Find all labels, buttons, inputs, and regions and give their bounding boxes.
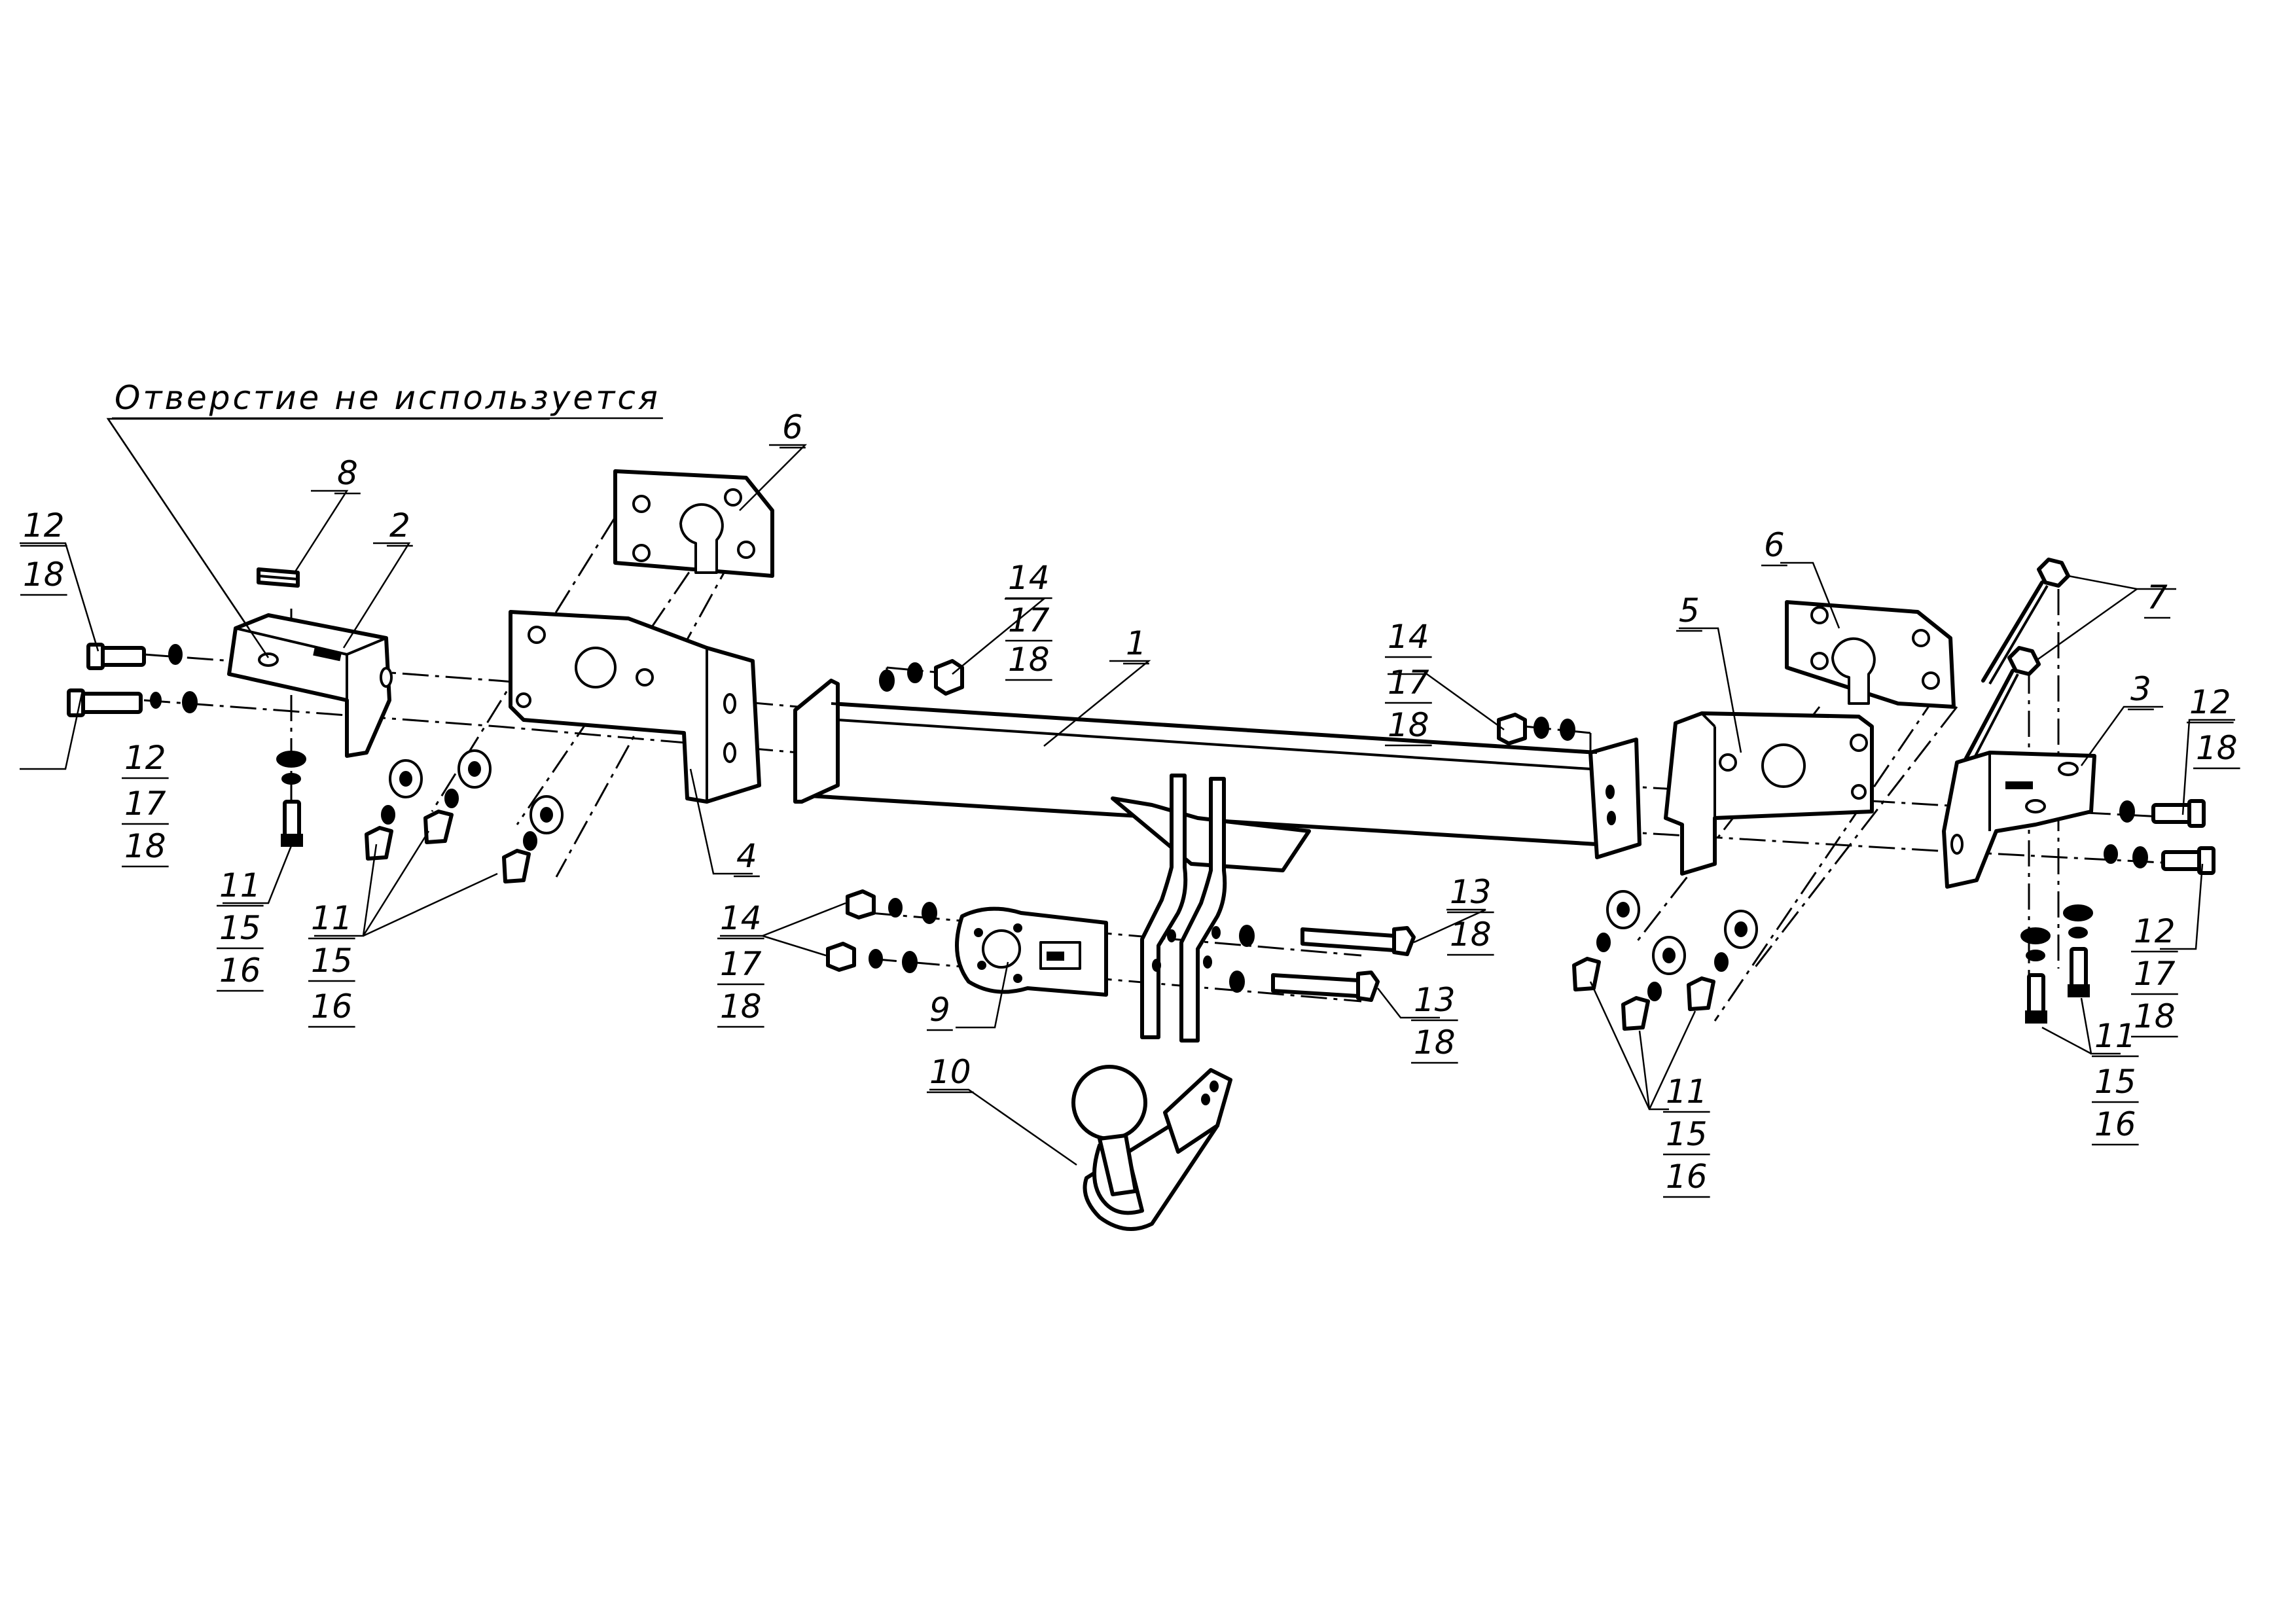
part-1-main-beam xyxy=(793,679,1641,859)
callout-6-right: 6 xyxy=(1764,526,1785,564)
part-7-pins xyxy=(1955,558,2070,779)
callout-14-mid: 14 xyxy=(1388,618,1429,656)
callout-3: 3 xyxy=(2130,670,2151,708)
note-text: Отверстие не используется xyxy=(115,379,660,417)
callout-5: 5 xyxy=(1679,592,1700,630)
callout-17-right-b: 17 xyxy=(2134,955,2176,993)
callout-10: 10 xyxy=(929,1053,971,1091)
callout-16-right-a: 16 xyxy=(2094,1105,2136,1143)
callout-6-left: 6 xyxy=(782,408,803,446)
callout-11-right-b: 11 xyxy=(1666,1073,1708,1111)
callout-8: 8 xyxy=(337,454,358,492)
part-6-left-plate xyxy=(613,469,774,578)
callout-4: 4 xyxy=(736,837,757,875)
right-nut-stack-14 xyxy=(1497,713,1575,745)
callout-16-left-a: 16 xyxy=(219,952,261,990)
callout-18-bottom: 18 xyxy=(720,988,762,1026)
part-5-right-bracket xyxy=(1664,711,1874,876)
callout-11-right-a: 11 xyxy=(2094,1017,2136,1055)
callout-18-top: 18 xyxy=(1008,641,1050,679)
nut-stack-14-lower xyxy=(826,889,937,973)
callout-17-bottom: 17 xyxy=(720,945,762,983)
callout-11-left-b: 11 xyxy=(311,899,353,937)
callout-17-left-b: 17 xyxy=(124,785,166,823)
callout-12-right-b: 12 xyxy=(2134,912,2176,950)
callout-7: 7 xyxy=(2147,579,2168,616)
part-9-mounting-plate xyxy=(955,906,1108,997)
callout-12-left: 12 xyxy=(23,507,65,544)
right-fasteners-11 xyxy=(1572,890,1758,1031)
part-10-tow-ball xyxy=(1071,1065,1232,1231)
part-4-left-bracket xyxy=(509,610,761,804)
left-fasteners-11 xyxy=(365,749,564,883)
callout-2: 2 xyxy=(389,507,410,544)
callout-18-left-b: 18 xyxy=(124,827,166,865)
callout-18-right-b: 18 xyxy=(2134,997,2176,1035)
callout-17-top: 17 xyxy=(1008,601,1050,639)
callout-12-left-b: 12 xyxy=(124,739,166,777)
callout-12-right: 12 xyxy=(2189,683,2231,721)
callout-18-right: 18 xyxy=(2196,729,2238,767)
callout-1: 1 xyxy=(1126,624,1147,662)
part-1-tongue-plates xyxy=(1111,774,1311,1043)
callout-13-b: 13 xyxy=(1414,981,1456,1019)
callout-15-left-a: 15 xyxy=(219,909,261,947)
part-2-left-bracket xyxy=(227,613,393,758)
part-8-block xyxy=(257,567,300,588)
part-3-right-bracket xyxy=(1942,751,2096,889)
bolts-13 xyxy=(1229,925,1416,1002)
callout-14-top: 14 xyxy=(1008,559,1050,597)
part-6-right-plate xyxy=(1785,600,1956,709)
callout-15-right-b: 15 xyxy=(1666,1115,1708,1153)
callout-15-left-b: 15 xyxy=(311,942,353,980)
callout-9: 9 xyxy=(929,991,950,1029)
callout-18-13a: 18 xyxy=(1450,916,1492,954)
top-nut-stack-14 xyxy=(879,659,964,696)
callout-16-right-b: 16 xyxy=(1666,1158,1708,1196)
callout-16-left-b: 16 xyxy=(311,988,353,1026)
callout-18-13b: 18 xyxy=(1414,1024,1456,1061)
note-unused-hole: Отверстие не используется xyxy=(112,379,663,419)
callout-18-mid: 18 xyxy=(1388,706,1429,744)
callout-11-left-a: 11 xyxy=(219,866,261,904)
callout-15-right-a: 15 xyxy=(2094,1063,2136,1101)
callout-18-left: 18 xyxy=(23,556,65,594)
callout-14-bottom: 14 xyxy=(720,899,762,937)
left-bolts-12 xyxy=(67,643,198,717)
right-vertical-bolts-11 xyxy=(2020,904,2093,1024)
callout-17-mid: 17 xyxy=(1388,664,1429,702)
callout-labels: 12 18 8 2 6 12 17 18 11 15 16 11 15 16 4… xyxy=(20,408,2240,1198)
callout-13-a: 13 xyxy=(1450,873,1492,911)
right-bolts-12 xyxy=(2104,799,2215,875)
